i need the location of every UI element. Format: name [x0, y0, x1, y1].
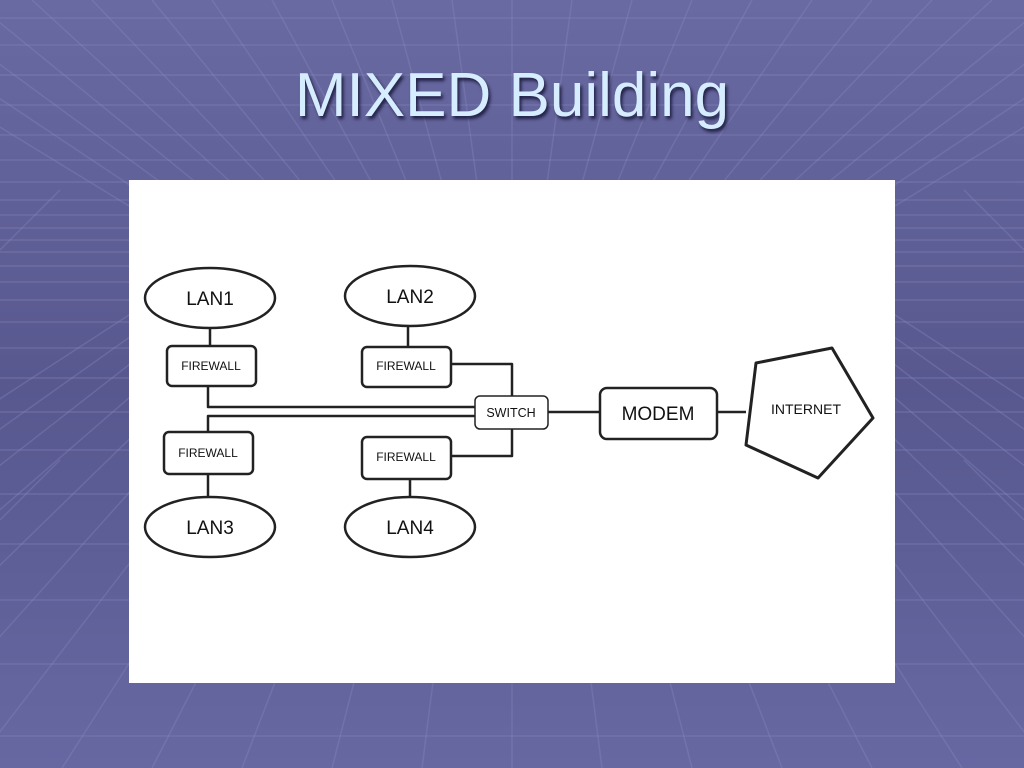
network-diagram: LAN1 LAN2 LAN3 LAN4 FIREWALL FIREWALL FI… — [129, 180, 895, 683]
firewall-label-3: FIREWALL — [178, 446, 238, 460]
firewall-node-1 — [165, 344, 258, 388]
firewall-node-3 — [162, 430, 255, 476]
lan3-label: LAN3 — [186, 518, 234, 539]
firewall-node-2 — [360, 345, 453, 389]
link-firewall3-switch — [206, 414, 475, 432]
slide-title: MIXED Building — [294, 61, 730, 130]
lan1-label: LAN1 — [186, 289, 234, 310]
lan2-label: LAN2 — [386, 287, 434, 308]
link-firewall1-switch — [206, 387, 475, 409]
switch-node — [474, 395, 549, 430]
lan1-node — [143, 266, 277, 330]
lan2-node — [343, 264, 477, 328]
lan4-label: LAN4 — [386, 518, 434, 539]
switch-label: SWITCH — [486, 406, 535, 420]
firewall-label-2: FIREWALL — [376, 359, 436, 373]
firewall-label-1: FIREWALL — [181, 359, 241, 373]
firewall-node-4 — [360, 435, 453, 481]
lan4-node — [343, 495, 477, 559]
link-firewall4-switch — [451, 429, 514, 458]
internet-label: INTERNET — [771, 401, 841, 417]
internet-node — [744, 346, 875, 480]
firewall-label-4: FIREWALL — [376, 450, 436, 464]
lan3-node — [143, 495, 277, 559]
modem-label: MODEM — [622, 404, 695, 425]
link-firewall2-switch — [451, 362, 514, 396]
modem-node — [598, 386, 719, 441]
